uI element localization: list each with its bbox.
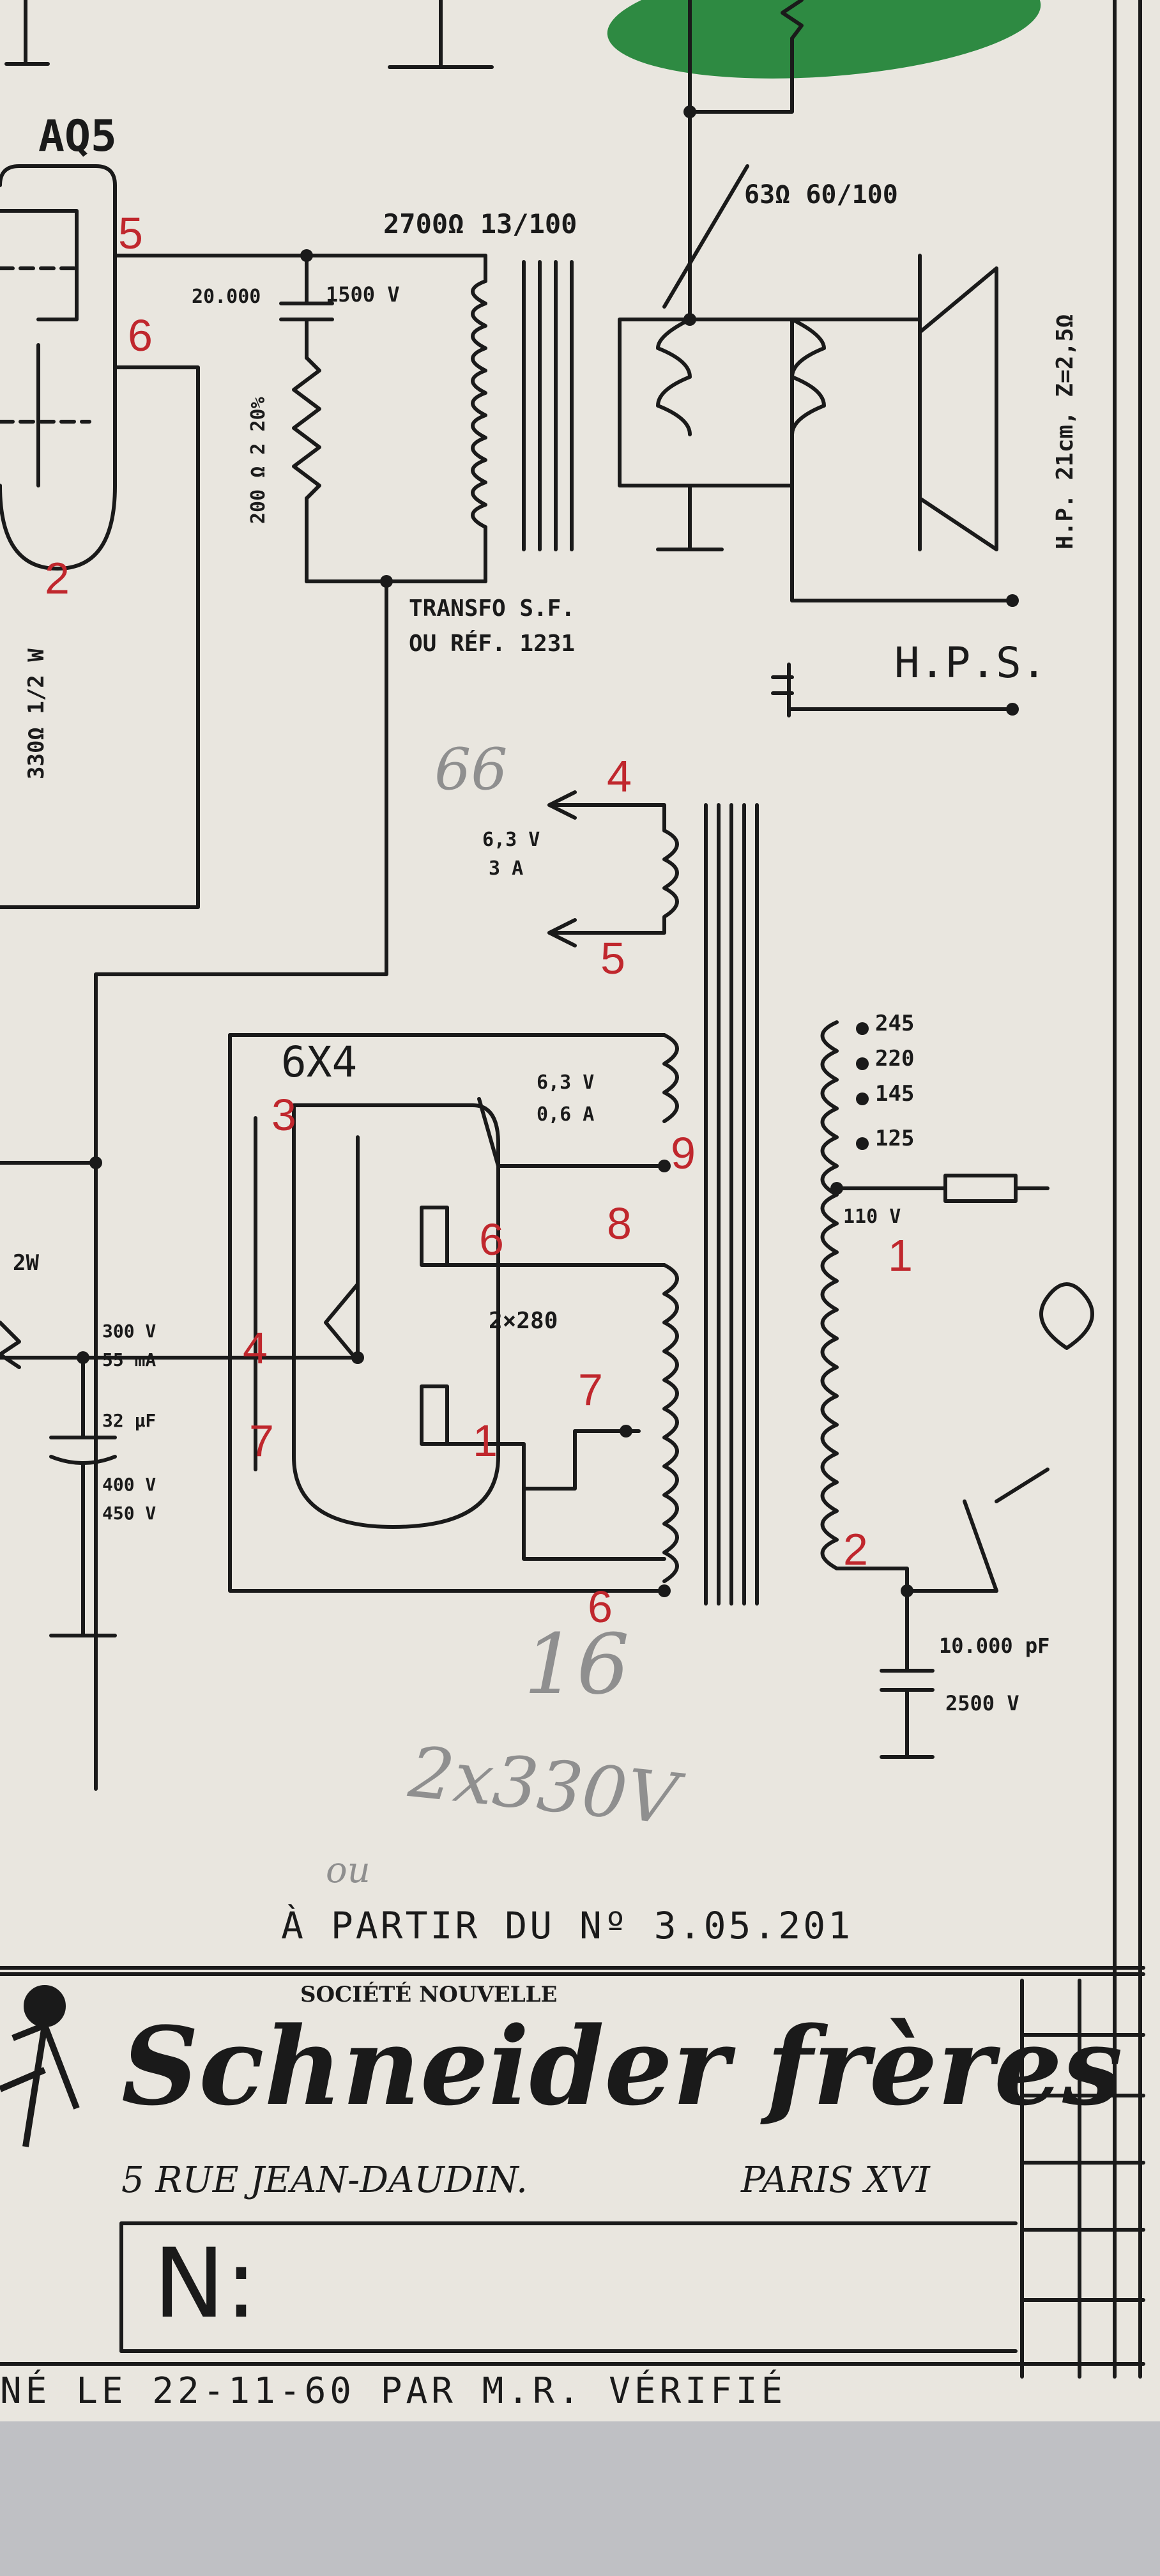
primary-tap-2: 220: [875, 1046, 915, 1071]
logo-figure: [0, 1985, 80, 2147]
rect-pin-1: 1: [473, 1416, 498, 1466]
transformer-caption-line2: OU RÉF. 1231: [409, 631, 576, 657]
serial-note: À PARTIR DU Nº 3.05.201: [281, 1904, 853, 1947]
rect-pin-7: 7: [249, 1416, 274, 1466]
company-name: Schneider frères: [121, 2003, 1123, 2129]
hps-label: H.P.S.: [894, 638, 1047, 687]
pencil-note-66: 66: [434, 736, 508, 803]
number-label: N:: [153, 2228, 257, 2340]
transformer-caption-line1: TRANSFO S.F.: [409, 595, 576, 622]
mains-cap-value: 10.000 pF: [939, 1634, 1050, 1658]
pin-label-6: 6: [128, 310, 153, 360]
company-city: PARIS XVI: [741, 2159, 930, 2201]
filter-cap-v1: 400 V: [102, 1474, 156, 1495]
filter-cap-value: 32 μF: [102, 1410, 156, 1431]
primary-tap-5: 110 V: [843, 1206, 901, 1228]
ht-pin-6: 6: [588, 1582, 613, 1632]
fil2-current: 0,6 A: [537, 1103, 595, 1126]
filter-cap-v2: 450 V: [102, 1503, 156, 1524]
supply-current: 55 mA: [102, 1349, 156, 1370]
desk-surface: [0, 2421, 1160, 2576]
output-transformer-impedance: 2700Ω 13/100: [383, 208, 577, 240]
speaker-spec: H.P. 21cm, Z=2,5Ω: [1052, 314, 1078, 549]
tube-label-6x4: 6X4: [281, 1038, 358, 1087]
primary-tap-1: 245: [875, 1011, 915, 1036]
cathode-resistor-label: 330Ω 1/2 W: [24, 648, 49, 779]
rect-pin-6: 6: [479, 1215, 504, 1264]
ht-winding-label: 2×280: [489, 1308, 558, 1334]
rect-pin-4: 4: [243, 1323, 268, 1373]
tube-label-aq5: AQ5: [38, 111, 117, 162]
pencil-note-small: ou: [326, 1850, 370, 1891]
fil2-pin-9: 9: [671, 1128, 696, 1178]
pin-label-5: 5: [118, 208, 143, 258]
ht-pin-8: 8: [607, 1199, 632, 1248]
fil-pin-4: 4: [607, 751, 632, 801]
rect-pin-3: 3: [271, 1090, 296, 1140]
coupling-cap-value: 20.000: [192, 286, 261, 308]
company-small-label: SOCIÉTÉ NOUVELLE: [300, 1982, 558, 2007]
supply-voltage: 300 V: [102, 1321, 156, 1342]
fil2-voltage: 6,3 V: [537, 1071, 595, 1094]
primary-tap-4: 125: [875, 1126, 915, 1151]
left-resistor-power: 2W: [13, 1250, 39, 1276]
grid-resistor-label: 200 Ω 2 20%: [247, 397, 270, 524]
pencil-note-16: 16: [524, 1616, 630, 1713]
primary-pin-1: 1: [888, 1230, 913, 1280]
fil1-voltage: 6,3 V: [482, 829, 540, 851]
bottom-strip-text: NÉ LE 22-11-60 PAR M.R. VÉRIFIÉ: [0, 2370, 787, 2412]
fil1-current: 3 A: [489, 857, 524, 880]
ht-pin-7: 7: [578, 1365, 603, 1414]
fil-pin-5: 5: [600, 933, 625, 983]
speaker-transformer-label: 63Ω 60/100: [744, 180, 898, 210]
primary-tap-3: 145: [875, 1081, 915, 1107]
coupling-cap-voltage: 1500 V: [326, 282, 400, 307]
primary-pin-2: 2: [843, 1524, 868, 1574]
company-address: 5 RUE JEAN-DAUDIN.: [121, 2159, 528, 2201]
mains-cap-voltage: 2500 V: [945, 1691, 1019, 1715]
pin-label-2: 2: [45, 553, 70, 603]
